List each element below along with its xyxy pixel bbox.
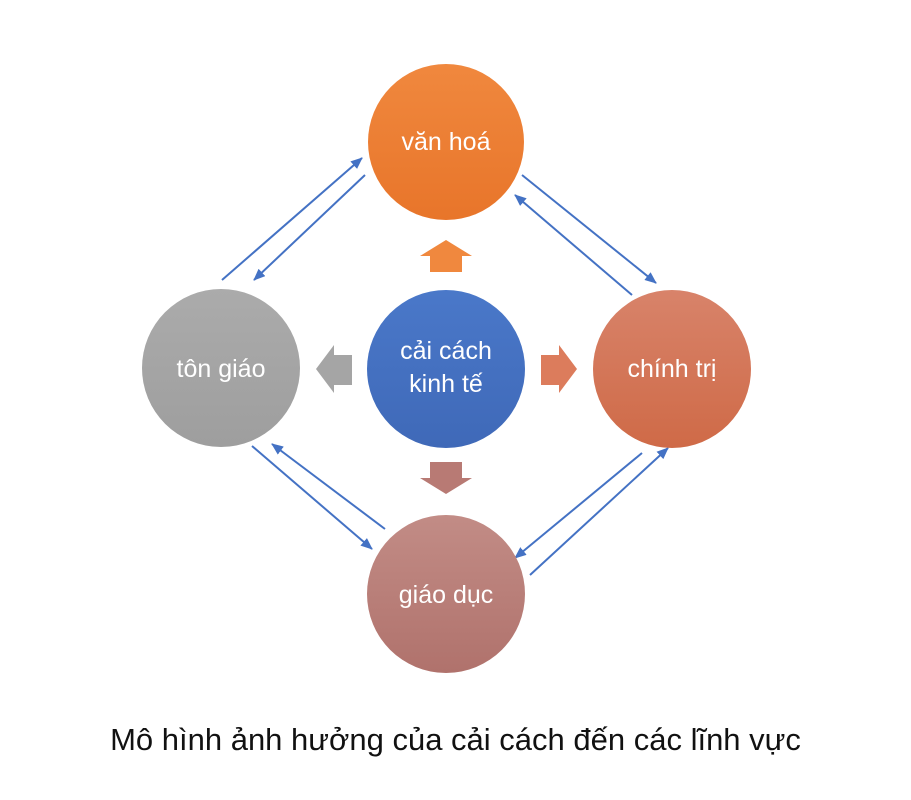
block-arrow-right <box>541 345 577 393</box>
arrow-religion-to-education <box>251 445 373 550</box>
node-economic-reform-circle <box>367 290 525 448</box>
block-arrow-left <box>316 345 352 393</box>
node-education-circle <box>367 515 525 673</box>
arrow-education-to-religion <box>271 443 386 530</box>
node-culture-label: văn hoá <box>402 128 491 156</box>
center-block-arrows <box>316 240 577 494</box>
node-economic-reform-label-line2: kinh tế <box>409 370 483 398</box>
block-arrow-up <box>420 240 472 272</box>
node-economic-reform: cải cách kinh tế <box>367 290 525 448</box>
node-education: giáo dục <box>367 515 525 673</box>
arrow-politics-to-culture <box>514 194 633 296</box>
block-arrow-down <box>420 462 472 494</box>
arrow-religion-to-culture <box>221 157 363 281</box>
node-education-label: giáo dục <box>399 581 494 609</box>
node-politics-circle <box>593 290 751 448</box>
node-politics: chính trị <box>593 290 751 448</box>
connector-arrows <box>221 157 669 576</box>
arrow-culture-to-religion <box>253 174 366 281</box>
node-religion-label: tôn giáo <box>177 355 266 383</box>
node-religion-circle <box>142 289 300 447</box>
arrow-education-to-politics <box>529 447 669 576</box>
node-economic-reform-label-line1: cải cách <box>400 337 492 365</box>
arrow-culture-to-politics <box>521 174 657 284</box>
node-religion: tôn giáo <box>142 289 300 447</box>
node-culture-circle <box>368 64 524 220</box>
diagram-caption: Mô hình ảnh hưởng của cải cách đến các l… <box>110 722 801 757</box>
arrow-politics-to-education <box>514 452 643 559</box>
node-politics-label: chính trị <box>628 355 717 383</box>
node-culture: văn hoá <box>368 64 524 220</box>
